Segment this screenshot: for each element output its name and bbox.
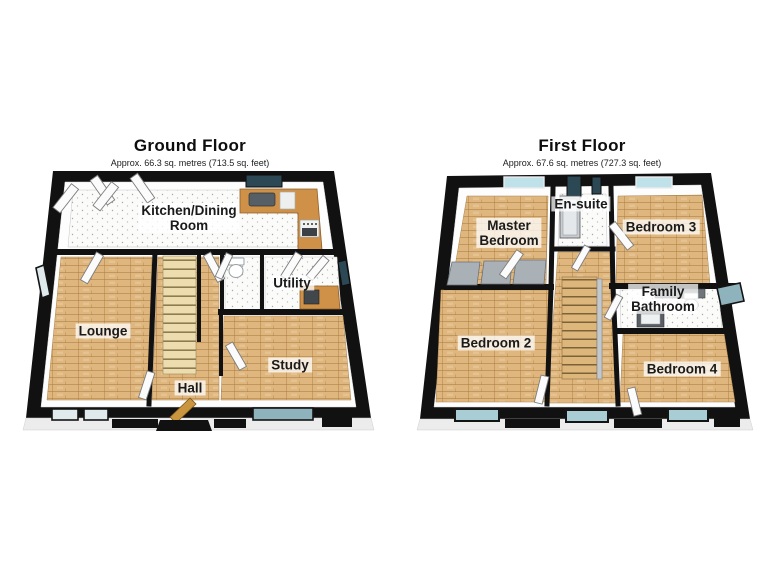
- ground-floor-title-block: Ground Floor Approx. 66.3 sq. metres (71…: [70, 136, 310, 168]
- ensuite-door: [570, 244, 592, 272]
- bedroom4-door: [626, 386, 643, 417]
- ground-step-right: [322, 417, 352, 427]
- ensuite-window: [566, 175, 582, 198]
- wc-toilet: [227, 257, 245, 278]
- study-door: [224, 341, 248, 371]
- kitchen-sink: [248, 192, 276, 207]
- ground-step-left: [112, 419, 158, 428]
- first-step-right: [714, 417, 740, 427]
- master-bedroom-window: [503, 176, 545, 189]
- bedroom2-door: [533, 374, 550, 405]
- room-label-bedroom3: Bedroom 3: [622, 219, 700, 235]
- bedroom3-floor: [615, 194, 711, 285]
- room-label-utility: Utility: [270, 275, 314, 291]
- bedroom4-window: [667, 408, 709, 422]
- lounge-hall-door: [137, 370, 156, 401]
- study-window: [252, 407, 314, 421]
- kitchen-bifold-doors: [52, 172, 156, 214]
- wc-door: [214, 252, 234, 280]
- room-label-bedroom4: Bedroom 4: [643, 361, 721, 377]
- porch-step: [156, 420, 212, 431]
- utility-window: [337, 259, 351, 287]
- first-floor-title: First Floor: [538, 136, 626, 155]
- lounge-side-window: [35, 263, 51, 300]
- bathroom-door: [603, 293, 624, 321]
- ground-staircase: [162, 255, 197, 375]
- ground-floor-plan: [22, 171, 375, 431]
- kitchen-window: [245, 174, 283, 188]
- room-label-bedroom2: Bedroom 2: [457, 335, 535, 351]
- room-label-kitchen-dining: Kitchen/Dining Room: [138, 202, 240, 234]
- first-bottom-windows: [454, 408, 709, 423]
- first-floor-title-block: First Floor Approx. 67.6 sq. metres (727…: [462, 136, 702, 168]
- room-label-lounge: Lounge: [75, 323, 131, 339]
- lounge-window-left: [51, 408, 79, 421]
- first-staircase: [561, 276, 598, 380]
- bedroom3-window: [635, 176, 673, 189]
- first-floor-subtitle: Approx. 67.6 sq. metres (727.3 sq. feet): [502, 157, 662, 168]
- ground-floor-subtitle: Approx. 66.3 sq. metres (713.5 sq. feet): [110, 157, 270, 168]
- bedroom2-window: [454, 408, 500, 422]
- room-label-family-bathroom: Family Bathroom: [628, 283, 698, 315]
- ground-step-center: [214, 419, 246, 428]
- utility-units: [299, 285, 341, 310]
- room-label-study: Study: [268, 357, 312, 373]
- ground-floor-title: Ground Floor: [133, 136, 247, 155]
- room-label-hall: Hall: [174, 380, 206, 396]
- landing-window: [565, 409, 609, 423]
- utility-washer: [303, 289, 320, 305]
- bathroom-window: [716, 282, 745, 307]
- master-bedroom-furniture: [446, 259, 547, 286]
- first-step-center: [614, 419, 662, 428]
- stairwell-window: [591, 176, 602, 195]
- lounge-window-right: [83, 408, 109, 421]
- room-label-ensuite: En-suite: [551, 196, 611, 212]
- lounge-door: [79, 251, 105, 285]
- stair-banister: [596, 278, 603, 380]
- ground-bottom-windows: [51, 407, 314, 421]
- master-bedroom-door: [498, 249, 524, 280]
- first-step-left: [505, 419, 560, 428]
- room-label-master-bedroom: Master Bedroom: [476, 217, 542, 249]
